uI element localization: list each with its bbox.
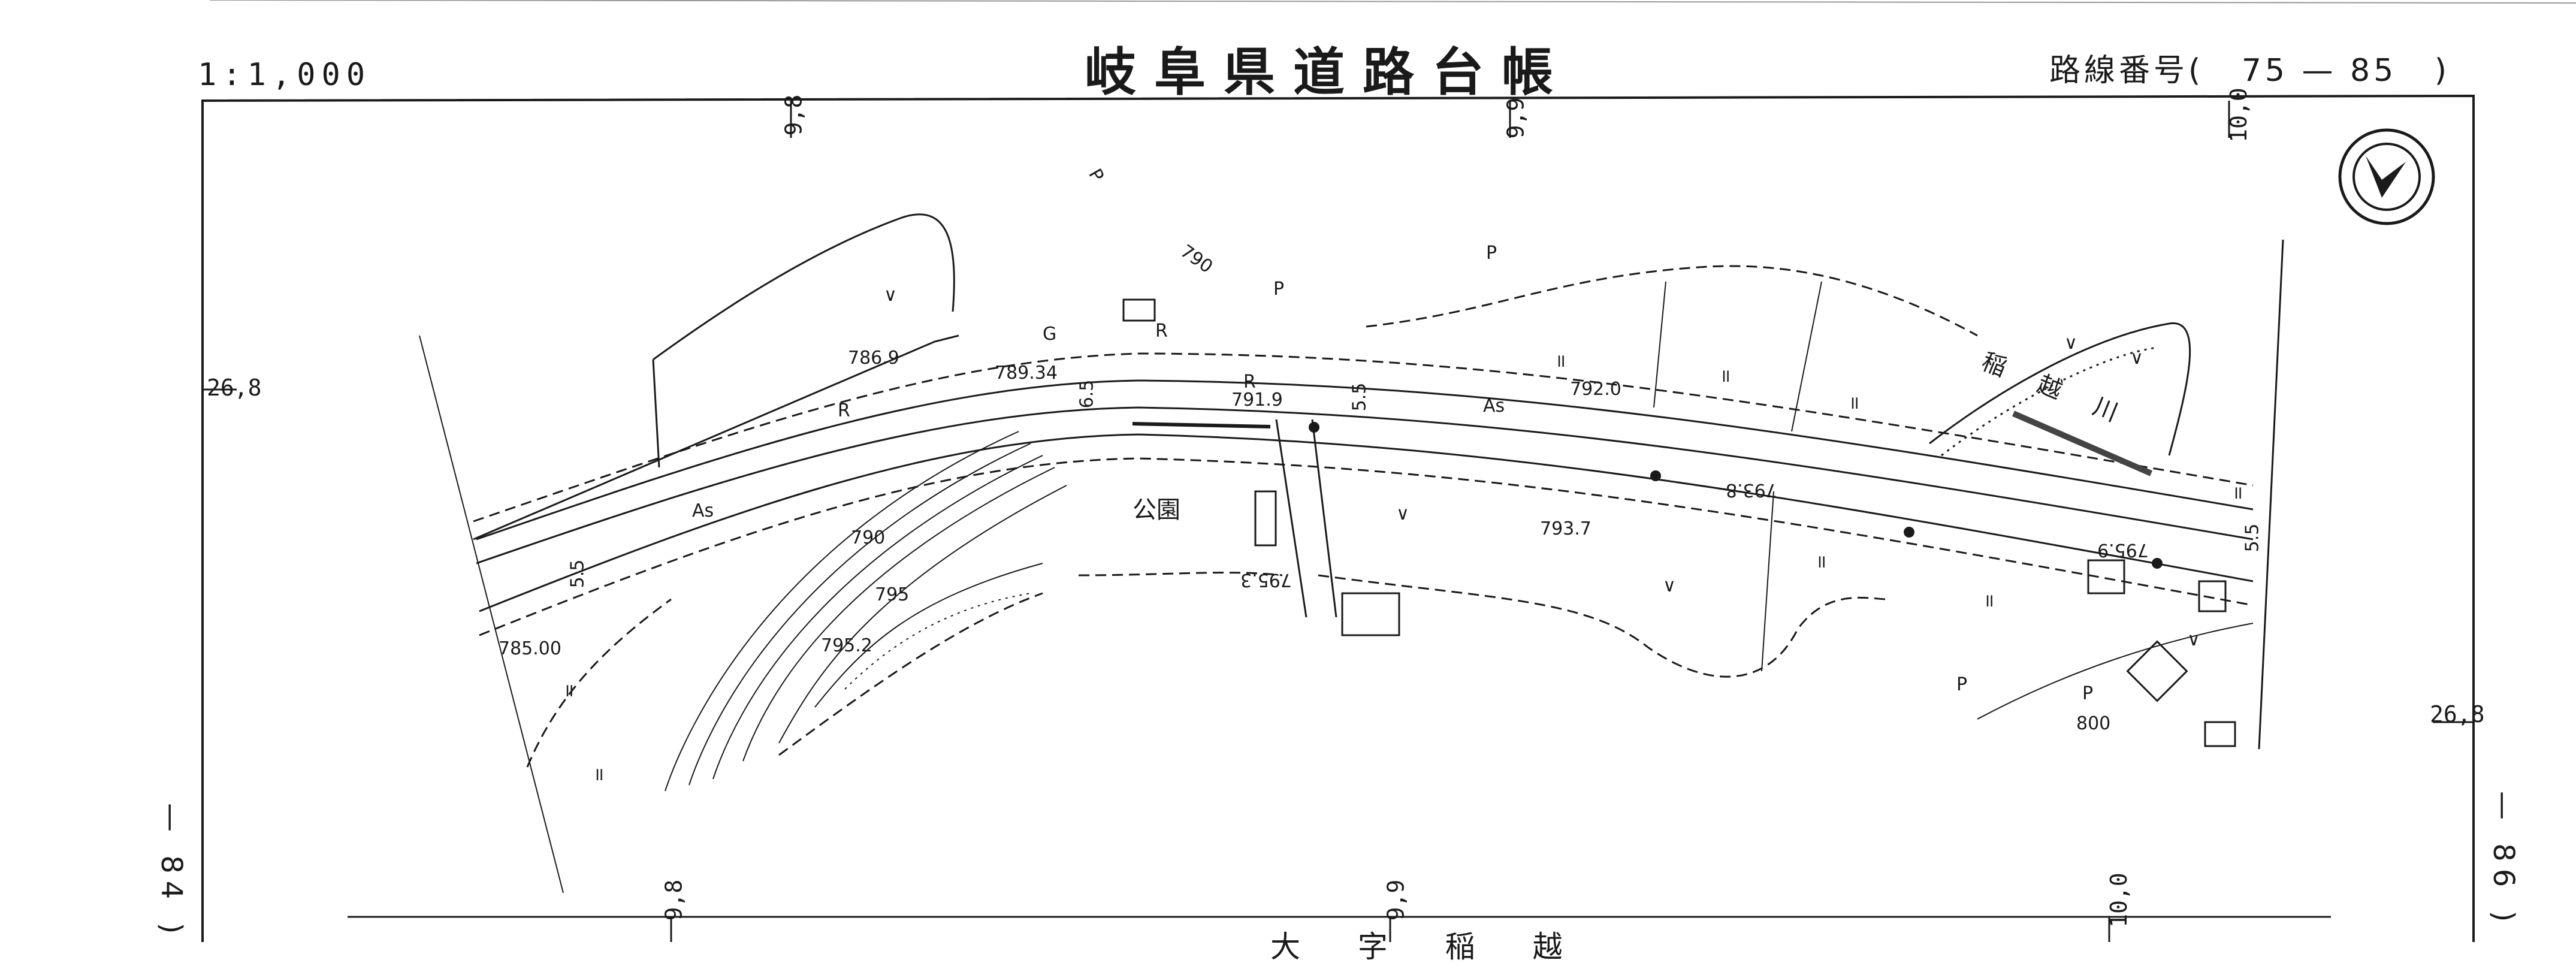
park-label: 公園 (1133, 496, 1180, 524)
map-frame (201, 94, 2475, 942)
road-ledger-map (201, 0, 2576, 942)
road-label: G (1043, 324, 1057, 345)
field-mark: ∨ (2130, 348, 2143, 369)
paddy-mark: ॥ (1983, 590, 1994, 611)
adjacent-sheet-left: — 84 ) (155, 803, 188, 941)
width-label: 5.5 (567, 559, 588, 588)
paddy-mark: ॥ (593, 764, 604, 785)
paddy-mark: ॥ (1720, 366, 1731, 387)
survey-point (1904, 527, 1914, 538)
adjacent-sheet-right: — 86 ) (2487, 791, 2520, 929)
route-number: 75 — 85 (2241, 53, 2397, 89)
p-mark: P (1273, 279, 1285, 300)
contour-label: 790 (851, 527, 886, 548)
paddy-mark: ॥ (563, 680, 574, 701)
p-mark: P (2082, 683, 2094, 704)
grid-tick-bottom-3: 10,0 (2105, 873, 2132, 928)
grid-tick-top-1: 9,8 (780, 94, 807, 136)
width-label: 5.5 (1349, 382, 1370, 412)
elevation-label: 791.9 (1231, 390, 1283, 410)
p-mark: P (1956, 674, 1968, 695)
width-label: 5.5 (2242, 523, 2263, 553)
elevation-label: 795.2 (821, 635, 872, 656)
paddy-mark: ॥ (1849, 393, 1859, 413)
grid-tick-top-3: 10,0 (2225, 87, 2252, 143)
survey-point (2152, 558, 2163, 569)
grid-tick-bottom-2: 9,9 (1382, 879, 1409, 921)
field-mark: ∨ (1396, 503, 1409, 524)
road-label: R (1155, 321, 1168, 342)
contour-label: 800 (2076, 713, 2111, 734)
elevation-label: 795.9 (2097, 539, 2149, 560)
elevation-label: 793.8 (1726, 479, 1777, 500)
north-arrow-inner (2352, 143, 2421, 211)
route-close: ) (2434, 53, 2451, 89)
asphalt-label: As (1483, 396, 1505, 416)
elevation-label: 793.7 (1540, 518, 1591, 539)
field-mark: ∨ (1663, 575, 1676, 596)
route-label: 路線番号( (2049, 53, 2204, 89)
grid-tick-bottom-1: 9,8 (660, 879, 687, 921)
elevation-label: 785.00 (499, 638, 561, 659)
asphalt-label: As (692, 500, 714, 521)
paddy-mark: ॥ (1555, 351, 1566, 372)
road-label: R (1243, 372, 1256, 393)
p-mark: P (1486, 243, 1497, 264)
field-mark: ∨ (884, 285, 897, 306)
contour-label: 795 (875, 584, 910, 605)
north-arrow-outer (2338, 128, 2435, 225)
field-mark: ∨ (2064, 333, 2077, 354)
north-arrow-icon (2366, 156, 2406, 198)
survey-point (1650, 470, 1661, 481)
bottom-place-name: 大 字 稲 越 (1270, 929, 1587, 964)
elevation-label: 795.3 (1240, 569, 1292, 590)
road-label: R (838, 400, 850, 421)
route-number-label: 路線番号( 75 — 85 ) (2049, 45, 2450, 90)
grid-tick-top-2: 9,9 (1502, 97, 1529, 139)
map-scale: 1:1,000 (198, 57, 372, 93)
elevation-label: 789.34 (995, 363, 1058, 384)
page-title: 岐阜県道路台帳 (1085, 43, 1571, 102)
width-label: 6.5 (1076, 379, 1098, 409)
paddy-mark: ॥ (1816, 551, 1826, 572)
elevation-label: 792.0 (1570, 379, 1621, 400)
paddy-mark: ॥ (2232, 482, 2243, 503)
grid-label-right: 26,8 (2430, 701, 2485, 727)
elevation-label: 786.9 (848, 348, 899, 369)
grid-label-left: 26,8 (207, 375, 262, 401)
survey-point (1309, 422, 1319, 433)
field-mark: ∨ (2187, 629, 2200, 650)
